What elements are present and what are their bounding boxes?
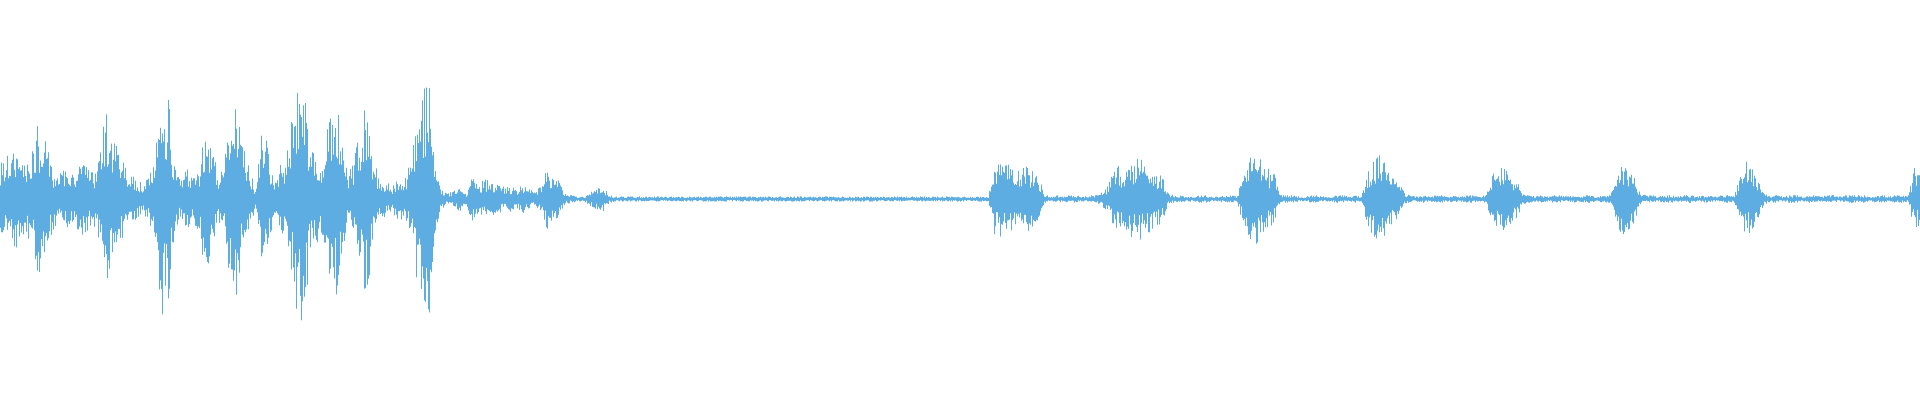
waveform-signal bbox=[0, 87, 1920, 321]
